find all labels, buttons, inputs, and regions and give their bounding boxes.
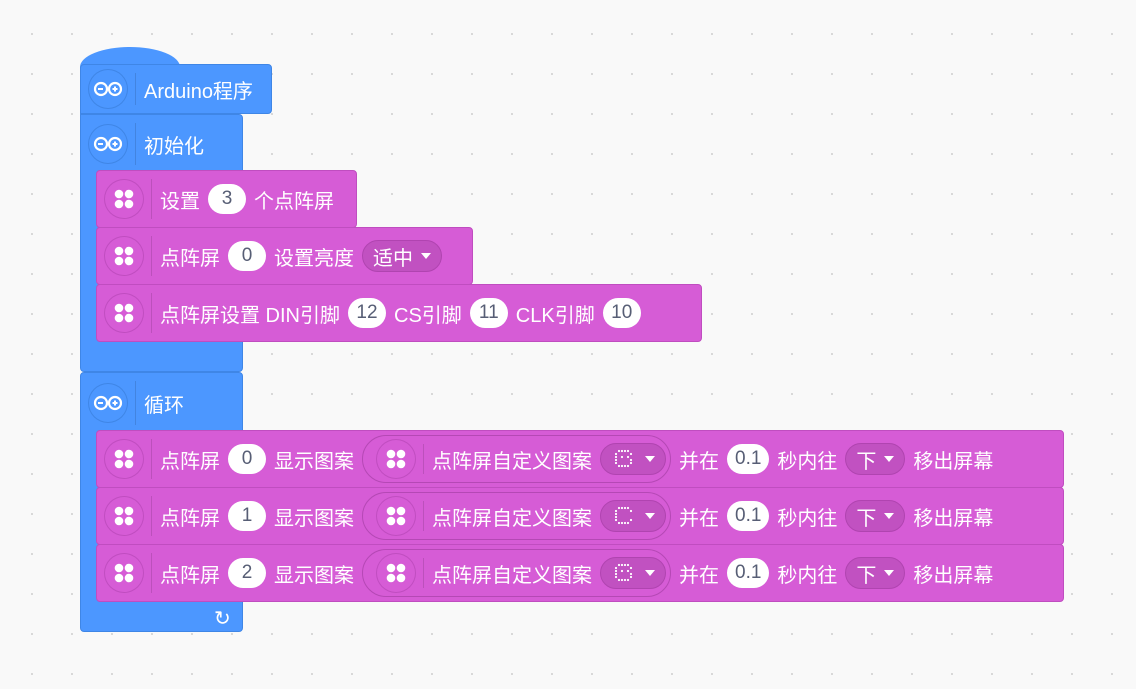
seconds-label: 秒内往 (777, 564, 838, 587)
chevron-down-icon (884, 513, 895, 519)
brightness-value: 适中 (373, 247, 413, 270)
loop-label: 循环 (144, 394, 184, 417)
matrix-icon (377, 554, 415, 592)
clk-label: CLK引脚 (515, 304, 595, 327)
dot-pattern-icon (614, 563, 633, 582)
show-label: 显示图案 (274, 507, 354, 530)
move-out-label: 移出屏幕 (913, 507, 994, 530)
matrix-index-input[interactable]: 0 (228, 444, 266, 474)
custom-pattern-reporter[interactable]: 点阵屏自定义图案 (362, 435, 671, 483)
matrix-icon (105, 237, 143, 275)
cs-label: CS引脚 (394, 304, 462, 327)
matrix-count-input[interactable]: 3 (208, 184, 246, 214)
matrix-icon (105, 440, 143, 478)
show-pattern-block-0[interactable]: 点阵屏 0 显示图案 点阵屏自定义图案 并在 0.1 秒内往 下 移出屏幕 (96, 430, 1064, 488)
separator (423, 558, 424, 588)
loop-arrow-icon: ↻ (214, 608, 231, 630)
chevron-down-icon (421, 253, 431, 259)
direction-value: 下 (856, 564, 877, 587)
custom-pattern-reporter[interactable]: 点阵屏自定义图案 (362, 549, 671, 597)
time-input[interactable]: 0.1 (727, 558, 770, 588)
show-label: 显示图案 (274, 564, 354, 587)
seconds-label: 秒内往 (777, 507, 838, 530)
matrix-count-block[interactable]: 设置 3 个点阵屏 (96, 170, 357, 228)
custom-pattern-label: 点阵屏自定义图案 (432, 564, 592, 587)
matrix-icon (105, 180, 143, 218)
direction-value: 下 (856, 507, 877, 530)
hat-label: Arduino程序 (144, 80, 253, 103)
chevron-down-icon (645, 570, 655, 576)
matrix-label: 点阵屏 (160, 507, 220, 530)
separator (423, 444, 424, 474)
matrix-index-input[interactable]: 2 (228, 558, 266, 588)
matrix-label: 点阵屏 (160, 564, 220, 587)
pattern-dropdown[interactable] (600, 443, 666, 475)
separator (423, 501, 424, 531)
custom-pattern-reporter[interactable]: 点阵屏自定义图案 (362, 492, 671, 540)
and-label: 并在 (679, 564, 719, 587)
arduino-icon (89, 125, 127, 163)
separator (135, 123, 136, 165)
pattern-dropdown[interactable] (600, 500, 666, 532)
count-post-label: 个点阵屏 (254, 190, 334, 213)
move-out-label: 移出屏幕 (913, 450, 994, 473)
chevron-down-icon (884, 570, 895, 576)
separator (151, 236, 152, 276)
matrix-icon (105, 497, 143, 535)
pattern-dropdown[interactable] (600, 557, 666, 589)
matrix-icon (105, 294, 143, 332)
separator (151, 293, 152, 333)
separator (151, 179, 152, 219)
clk-pin-input[interactable]: 10 (602, 298, 641, 328)
brightness-pre-label: 点阵屏 (160, 247, 220, 270)
brightness-mid-label: 设置亮度 (274, 247, 354, 270)
separator (151, 496, 152, 536)
show-pattern-block-1[interactable]: 点阵屏 1 显示图案 点阵屏自定义图案 并在 0.1 秒内往 下 移出屏幕 (96, 487, 1064, 545)
dot-pattern-icon (614, 506, 633, 525)
custom-pattern-label: 点阵屏自定义图案 (432, 507, 592, 530)
din-label: 点阵屏设置 DIN引脚 (160, 304, 340, 327)
matrix-label: 点阵屏 (160, 450, 220, 473)
separator (151, 439, 152, 479)
count-pre-label: 设置 (160, 190, 200, 213)
cs-pin-input[interactable]: 11 (469, 298, 508, 328)
separator (135, 73, 136, 105)
separator (135, 381, 136, 425)
din-pin-input[interactable]: 12 (348, 298, 386, 328)
setup-label: 初始化 (144, 135, 204, 158)
direction-dropdown[interactable]: 下 (845, 557, 906, 589)
arduino-icon (89, 70, 127, 108)
arduino-icon (89, 384, 127, 422)
and-label: 并在 (679, 507, 719, 530)
time-input[interactable]: 0.1 (727, 444, 770, 474)
chevron-down-icon (645, 513, 655, 519)
matrix-index-input[interactable]: 0 (228, 241, 266, 271)
direction-dropdown[interactable]: 下 (845, 443, 906, 475)
time-input[interactable]: 0.1 (727, 501, 770, 531)
matrix-index-input[interactable]: 1 (228, 501, 266, 531)
custom-pattern-label: 点阵屏自定义图案 (432, 450, 592, 473)
brightness-dropdown[interactable]: 适中 (362, 240, 442, 272)
matrix-icon (105, 554, 143, 592)
dot-pattern-icon (614, 449, 633, 468)
matrix-pins-block[interactable]: 点阵屏设置 DIN引脚 12 CS引脚 11 CLK引脚 10 (96, 284, 702, 342)
and-label: 并在 (679, 450, 719, 473)
chevron-down-icon (884, 456, 895, 462)
seconds-label: 秒内往 (777, 450, 838, 473)
arduino-program-block[interactable]: Arduino程序 (80, 64, 272, 114)
direction-dropdown[interactable]: 下 (845, 500, 906, 532)
show-pattern-block-2[interactable]: 点阵屏 2 显示图案 点阵屏自定义图案 并在 0.1 秒内往 下 移出屏幕 (96, 544, 1064, 602)
chevron-down-icon (645, 456, 655, 462)
direction-value: 下 (856, 450, 877, 473)
matrix-icon (377, 440, 415, 478)
separator (151, 553, 152, 593)
matrix-icon (377, 497, 415, 535)
show-label: 显示图案 (274, 450, 354, 473)
matrix-brightness-block[interactable]: 点阵屏 0 设置亮度 适中 (96, 227, 473, 285)
move-out-label: 移出屏幕 (913, 564, 994, 587)
